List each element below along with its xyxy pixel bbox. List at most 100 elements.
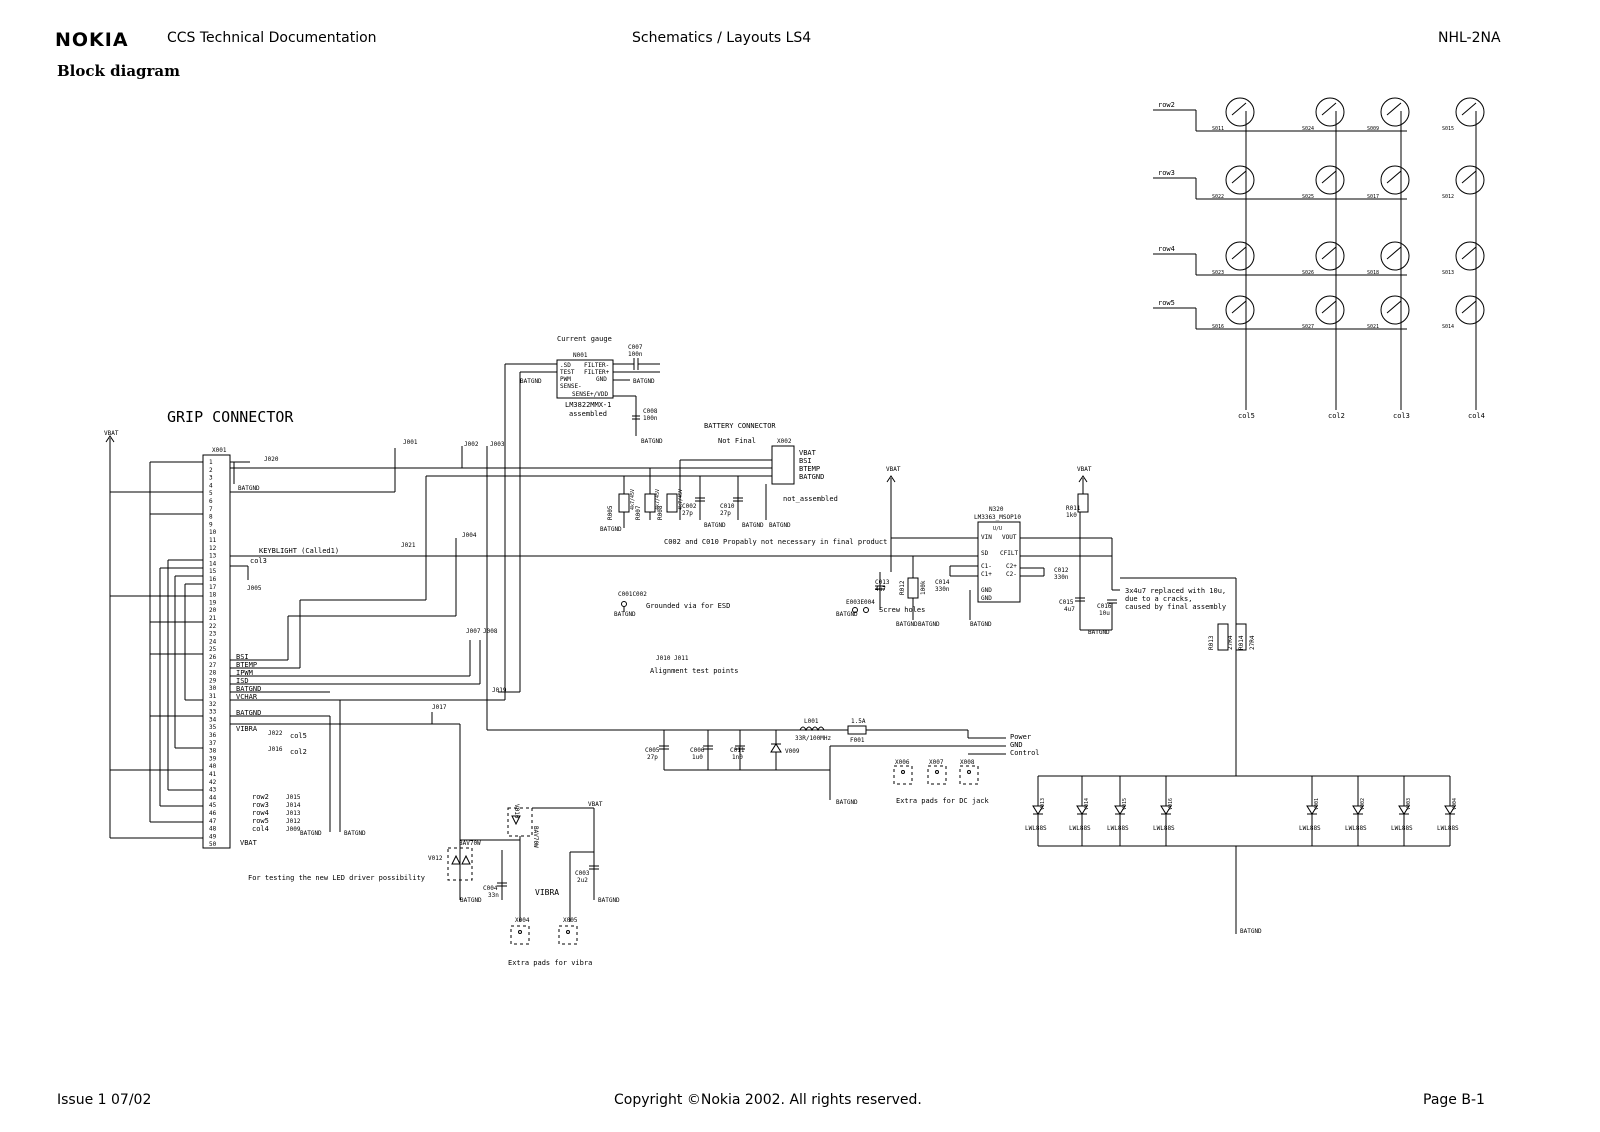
svg-text:J010 J011: J010 J011 — [656, 655, 689, 662]
svg-text:J019: J019 — [492, 687, 507, 694]
svg-text:LM3822MMX-1: LM3822MMX-1 — [565, 401, 611, 409]
svg-text:X006: X006 — [895, 759, 910, 766]
svg-text:J004: J004 — [462, 532, 477, 539]
svg-text:BATGND: BATGND — [600, 526, 622, 533]
key-ref-S011: S011 — [1212, 126, 1224, 132]
svg-text:4k7/45V: 4k7/45V — [678, 489, 684, 510]
key-ref-S014: S014 — [1442, 324, 1454, 330]
grip-pin-9: 9 — [209, 521, 213, 528]
svg-text:VBAT: VBAT — [799, 449, 817, 457]
svg-text:J012: J012 — [286, 818, 301, 825]
grip-pin-numbers: 1234567891011121314151617181920212223242… — [209, 459, 217, 848]
svg-text:33R/100MHz: 33R/100MHz — [795, 735, 832, 742]
svg-text:X002: X002 — [777, 438, 792, 445]
svg-text:27p: 27p — [682, 510, 693, 517]
svg-text:BTEMP: BTEMP — [799, 465, 820, 473]
key-S018 — [1380, 241, 1410, 271]
svg-text:1n0: 1n0 — [732, 754, 743, 761]
grip-pin-11: 11 — [209, 537, 217, 544]
key-S021 — [1380, 295, 1410, 325]
keypad-col-1: col2 — [1328, 412, 1345, 420]
key-S017 — [1380, 165, 1410, 195]
svg-text:LM3363_MSOP10: LM3363_MSOP10 — [974, 514, 1021, 521]
key-S012 — [1455, 165, 1485, 195]
screw-holes: E003E004 Screw holes BATGND — [836, 599, 925, 618]
svg-text:Grounded via for ESD: Grounded via for ESD — [646, 602, 730, 610]
svg-text:C015: C015 — [1059, 599, 1074, 606]
grip-pin-20: 20 — [209, 607, 217, 614]
grip-pin-8: 8 — [209, 514, 213, 521]
svg-text:Extra pads for DC jack: Extra pads for DC jack — [896, 797, 990, 805]
grip-pin-37: 37 — [209, 740, 217, 747]
svg-text:C005: C005 — [645, 747, 660, 754]
key-ref-S025: S025 — [1302, 194, 1314, 200]
grip-pin-42: 42 — [209, 779, 217, 786]
svg-text:BATGND: BATGND — [520, 378, 542, 385]
svg-text:C008: C008 — [643, 408, 658, 415]
svg-text:TEST: TEST — [560, 369, 575, 376]
grip-pin-12: 12 — [209, 545, 217, 552]
key-S027 — [1315, 295, 1345, 325]
cap-replace-note-2: due to a cracks, — [1125, 595, 1192, 603]
grip-pin-6: 6 — [209, 498, 213, 505]
vibra-section: V012 BAV70W BATGND For testing the new L… — [248, 801, 620, 967]
svg-text:BATGND: BATGND — [1088, 629, 1110, 636]
grip-pin-50: 50 — [209, 841, 217, 848]
svg-text:.SD: .SD — [560, 362, 571, 369]
led-ref-V015: V015 — [1122, 798, 1128, 810]
key-ref-S024: S024 — [1302, 126, 1314, 132]
svg-text:10u: 10u — [1099, 610, 1110, 617]
grip-pin-31: 31 — [209, 693, 217, 700]
grip-pin-1: 1 — [209, 459, 213, 466]
grip-pin-43: 43 — [209, 787, 217, 794]
svg-text:R011: R011 — [1066, 505, 1081, 512]
svg-text:BATGND: BATGND — [836, 799, 858, 806]
grip-pin-15: 15 — [209, 568, 217, 575]
grip-pin-17: 17 — [209, 584, 217, 591]
grip-pin-28: 28 — [209, 670, 217, 677]
svg-text:J014: J014 — [286, 802, 301, 809]
grip-pin-19: 19 — [209, 599, 217, 606]
svg-text:BATGND: BATGND — [236, 709, 261, 717]
svg-text:C003: C003 — [575, 870, 590, 877]
grip-pin-18: 18 — [209, 592, 217, 599]
grip-connector: GRIP CONNECTOR X001 12345678910111213141… — [104, 363, 1112, 880]
svg-text:VBAT: VBAT — [588, 801, 603, 808]
svg-text:BATGND: BATGND — [970, 621, 992, 628]
svg-text:U/U: U/U — [993, 526, 1002, 532]
svg-text:4u7: 4u7 — [875, 586, 886, 593]
svg-text:100k: 100k — [920, 580, 927, 595]
svg-text:GND: GND — [596, 376, 607, 383]
grip-pin-49: 49 — [209, 833, 217, 840]
dc-jack-pads — [893, 765, 979, 785]
key-ref-S013: S013 — [1442, 270, 1454, 276]
key-ref-S017: S017 — [1367, 194, 1379, 200]
grip-pin-10: 10 — [209, 529, 217, 536]
svg-text:X008: X008 — [960, 759, 975, 766]
dc-power: L001 33R/100MHz 1.5A F001 Power GND Cont… — [645, 718, 1040, 806]
svg-text:BATGND: BATGND — [633, 378, 655, 385]
key-S023 — [1225, 241, 1255, 271]
svg-text:C012: C012 — [1054, 567, 1069, 574]
svg-text:J020: J020 — [264, 456, 279, 463]
led-ref-V016: V016 — [1168, 798, 1174, 810]
svg-text:C2+: C2+ — [1006, 563, 1017, 570]
svg-text:J013: J013 — [286, 810, 301, 817]
key-ref-S016: S016 — [1212, 324, 1224, 330]
led-ref-V013: V013 — [1040, 798, 1046, 810]
svg-text:F001: F001 — [850, 737, 865, 744]
led-part-V004: LWL88S — [1437, 825, 1459, 832]
svg-text:GND: GND — [981, 587, 992, 594]
svg-text:R013: R013 — [1208, 635, 1215, 650]
svg-text:BSI: BSI — [799, 457, 812, 465]
svg-text:not_assembled: not_assembled — [783, 495, 838, 503]
grip-pin-47: 47 — [209, 818, 217, 825]
svg-text:col3: col3 — [250, 557, 267, 565]
key-ref-S009: S009 — [1367, 126, 1379, 132]
led-part-V002: LWL88S — [1345, 825, 1367, 832]
grip-pin-48: 48 — [209, 826, 217, 833]
led-part-V014: LWL88S — [1069, 825, 1091, 832]
grip-pin-3: 3 — [209, 475, 213, 482]
svg-text:4k7/45V: 4k7/45V — [630, 489, 636, 510]
r005 — [618, 493, 630, 513]
